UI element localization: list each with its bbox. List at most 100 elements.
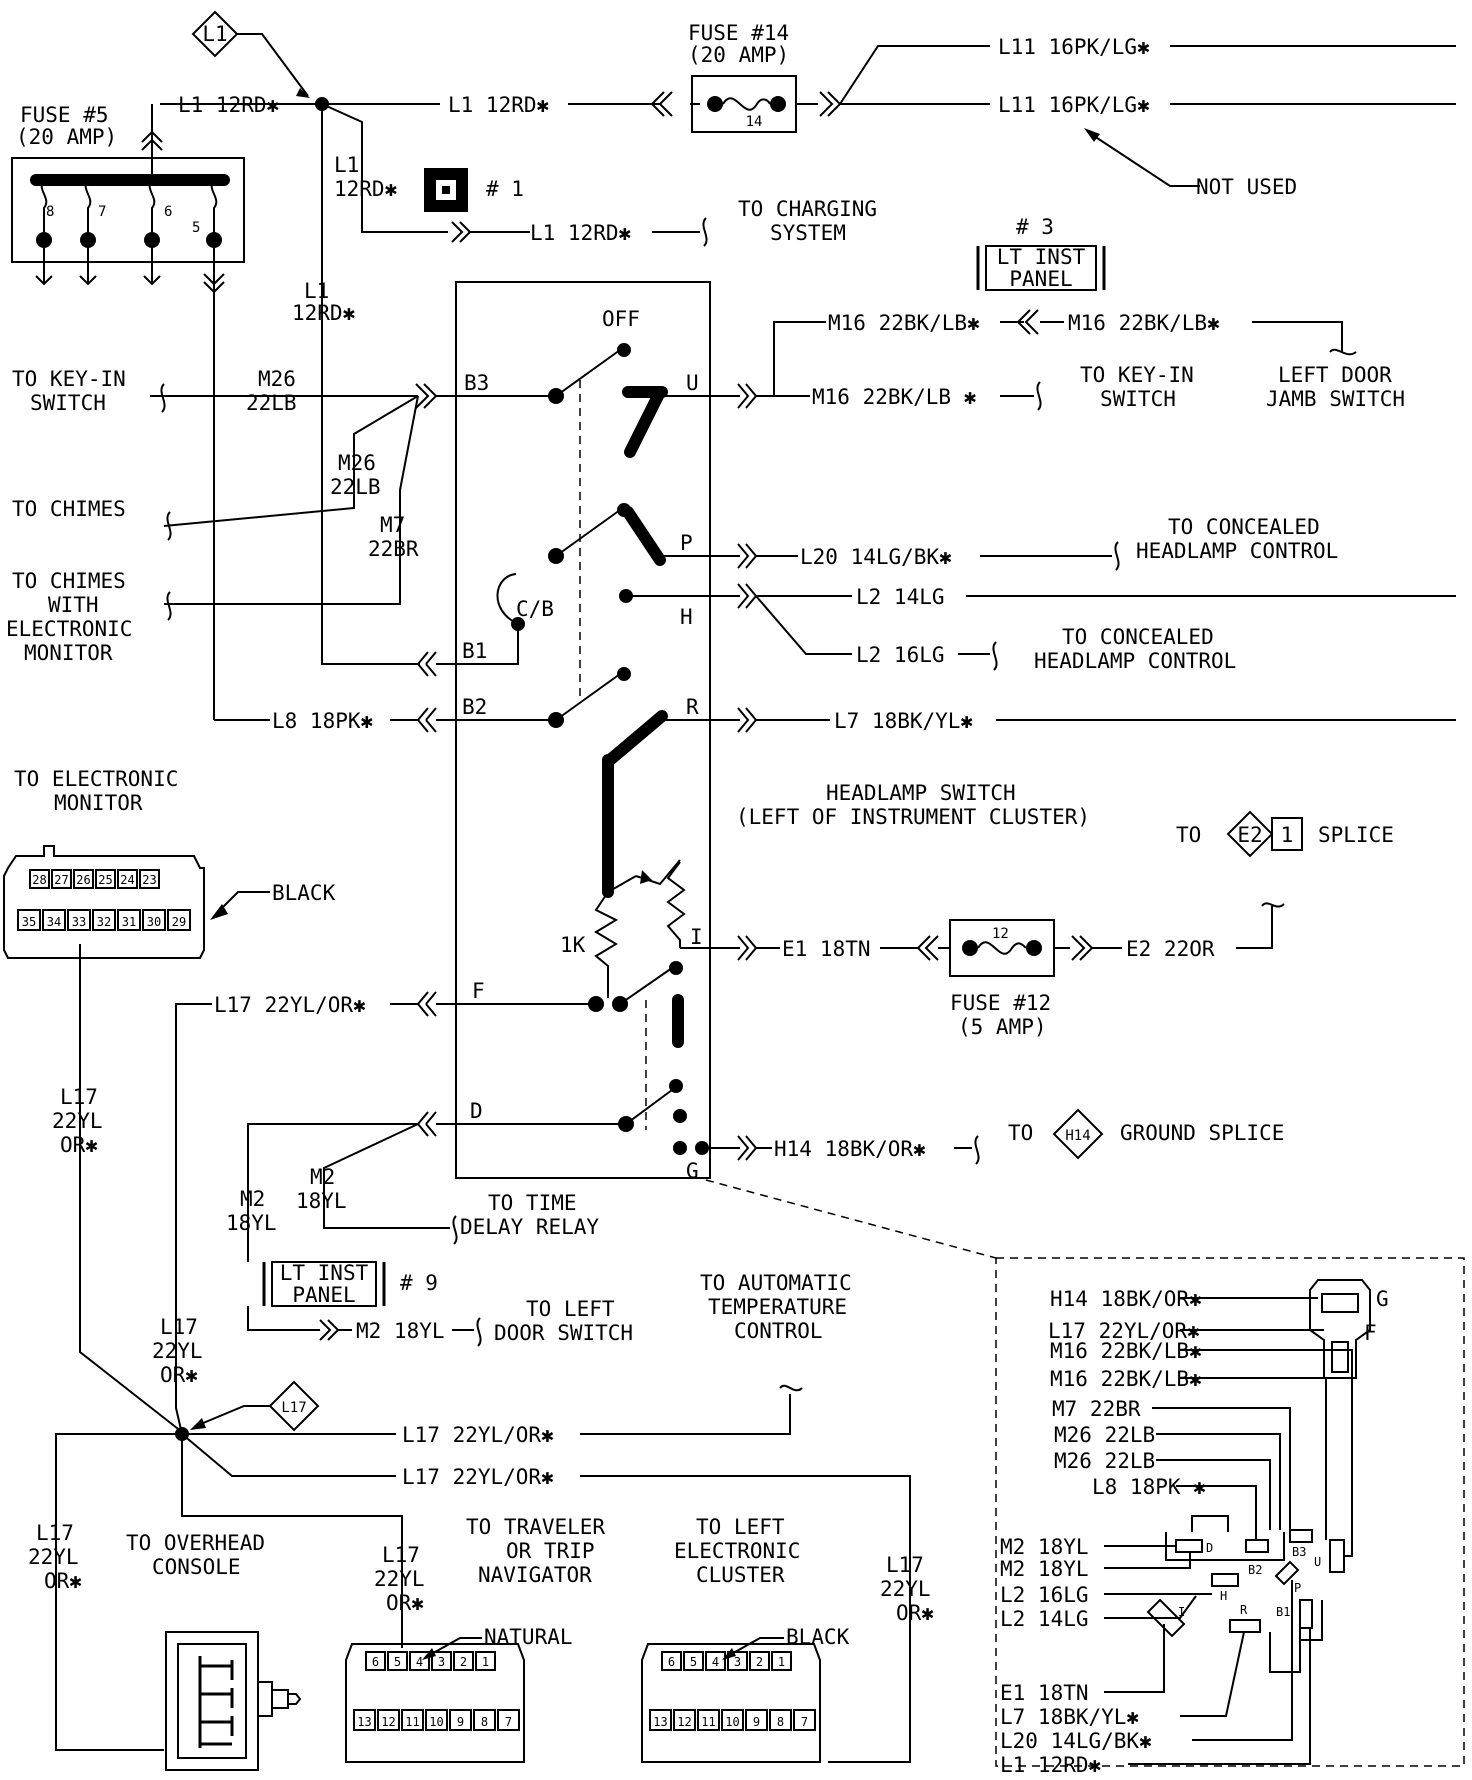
monitor-top-cavity-23 [139, 869, 160, 889]
wire-label-m16-b: M16 22BK/LB✱ [1068, 311, 1220, 335]
auto-temp-1: TO AUTOMATIC [700, 1271, 852, 1295]
connector-cluster-color: BLACK [786, 1625, 850, 1649]
wire-label-l17-g-code: L17 [886, 1553, 924, 1577]
switch-arm-d [625, 1089, 673, 1125]
detail-labels: H14 18BK/OR✱L17 22YL/OR✱M16 22BK/LB✱M16 … [1000, 1287, 1206, 1777]
electronic-monitor-1: TO ELECTRONIC [14, 767, 178, 791]
natural-bottom-pin-11: 11 [405, 1715, 419, 1729]
resistor-1k [594, 891, 619, 998]
wire-label-l17-f-code: L17 [382, 1543, 420, 1567]
wire-label-l17-b-color: OR✱ [160, 1363, 198, 1387]
wire-m2-door [247, 1306, 352, 1341]
natural-top-cavity-6 [365, 1651, 386, 1671]
contact-r [602, 710, 668, 898]
connector-m16 [1000, 309, 1064, 335]
connector-cluster-leader [727, 1637, 784, 1657]
wire-label-e1: E1 18TN [782, 937, 871, 961]
connector-u [737, 383, 810, 409]
detail-label-1: L17 22YL/OR✱ [1048, 1319, 1200, 1343]
wire-label-l17-f-gauge: 22YL [374, 1567, 425, 1591]
chimes-monitor-break [166, 591, 172, 621]
fuse-5-rating: (20 AMP) [16, 125, 117, 149]
cluster-bottom-pin-11: 11 [701, 1715, 715, 1729]
monitor-top-pin-23: 23 [142, 873, 156, 887]
natural-top-pin-1: 1 [482, 1655, 489, 1669]
monitor-bottom-pin-34: 34 [47, 915, 61, 929]
cluster-bottom-pin-13: 13 [653, 1715, 667, 1729]
wire-label-l11-b: L11 16PK/LG✱ [998, 93, 1150, 117]
h14-splice-code: H14 [1065, 1128, 1090, 1144]
splice-l17: L17 [190, 1380, 320, 1432]
switch-arm-b3 [555, 349, 621, 397]
rheostat [607, 859, 686, 948]
detail-pin-p: P [1294, 1581, 1301, 1595]
wire-label-l1-d-code: L1 [334, 153, 359, 177]
wire-label-l17-b-code: L17 [160, 1315, 198, 1339]
natural-top-pin-6: 6 [372, 1655, 379, 1669]
cluster-top-pin-5: 5 [690, 1655, 697, 1669]
time-delay-2: DELAY RELAY [460, 1215, 599, 1239]
fuse-5-pin-6: 6 [164, 204, 172, 220]
monitor-top-cavity-26 [73, 869, 94, 889]
h14-splice-pre: TO [1008, 1121, 1033, 1145]
natural-top-cavity-4 [409, 1651, 430, 1671]
monitor-top-cavity-28 [29, 869, 50, 889]
time-delay-break [452, 1215, 458, 1245]
wire-label-l17-c: L17 22YL/OR✱ [402, 1423, 554, 1447]
key-in-left-1: TO KEY-IN [12, 367, 126, 391]
cluster-top-pin-1: 1 [778, 1655, 785, 1669]
cluster-bottom-cavity-13 [649, 1709, 672, 1731]
h14-splice: TO H14 GROUND SPLICE [1008, 1108, 1284, 1160]
detail-label-15: L1 12RD✱ [1000, 1753, 1102, 1777]
wire-l17-d-left [181, 1433, 396, 1477]
connector-h [737, 583, 758, 609]
e2-splice-num: 1 [1281, 823, 1294, 847]
fuse-12: 12 FUSE #12 (5 AMP) [949, 919, 1055, 1039]
monitor-bottom-cavity-35 [17, 909, 41, 931]
cluster-top-cavity-1 [771, 1651, 792, 1671]
detail-plug-g: G [1376, 1287, 1389, 1311]
splice-l1: L1 [191, 10, 310, 98]
cluster-top-cavity-6 [661, 1651, 682, 1671]
lt-inst-panel-3-num: # 3 [1016, 215, 1054, 239]
wire-label-m26-a-code: M26 [258, 367, 296, 391]
detail-leader [705, 1179, 997, 1259]
monitor-top-cavity-25 [95, 869, 116, 889]
auto-temp-3: CONTROL [734, 1319, 823, 1343]
wire-l17-cluster [580, 1475, 911, 1763]
e2-splice-pre: TO [1176, 823, 1201, 847]
natural-bottom-pin-8: 8 [481, 1715, 488, 1729]
connector-b1 [417, 624, 519, 677]
wire-label-l17-left-color: OR✱ [60, 1133, 98, 1157]
connector-1: # 1 [424, 168, 524, 212]
terminal-i-label: I [690, 925, 703, 949]
natural-bottom-cavity-8 [473, 1709, 496, 1731]
detail-label-13: L7 18BK/YL✱ [1000, 1705, 1139, 1729]
natural-bottom-cavity-13 [353, 1709, 376, 1731]
monitor-top-pin-25: 25 [98, 873, 112, 887]
detail-pin-b2: B2 [1248, 1563, 1262, 1577]
chimes-monitor-1: TO CHIMES [12, 569, 126, 593]
fuse-14-rating: (20 AMP) [688, 43, 789, 67]
wire-label-l11-a: L11 16PK/LG✱ [998, 35, 1150, 59]
wire-l1-vertical [321, 104, 420, 665]
wire-l17-f-down [175, 1328, 183, 1435]
terminal-f-label: F [472, 979, 485, 1003]
wire-l17-f-left [175, 1003, 212, 1328]
wire-label-l1-c: L1 12RD✱ [530, 221, 632, 245]
e2-splice: TO E2 1 SPLICE [1176, 810, 1394, 858]
natural-top-pin-5: 5 [394, 1655, 401, 1669]
cluster-bottom-pin-8: 8 [777, 1715, 784, 1729]
wire-charging-end [652, 217, 708, 247]
cluster-top-pin-4: 4 [712, 1655, 719, 1669]
headlamp-switch-subtitle: (LEFT OF INSTRUMENT CLUSTER) [736, 805, 1090, 829]
traveler-2: OR TRIP [506, 1539, 595, 1563]
wire-label-m26-b-gauge: 22LB [330, 475, 381, 499]
terminal-d-label: D [470, 1099, 483, 1123]
fuse-12-rating: (5 AMP) [958, 1015, 1047, 1039]
traveler-1: TO TRAVELER [466, 1515, 605, 1539]
lt-inst-panel-3-line1: LT INST [997, 245, 1086, 269]
concealed-1-line1: TO CONCEALED [1168, 515, 1320, 539]
